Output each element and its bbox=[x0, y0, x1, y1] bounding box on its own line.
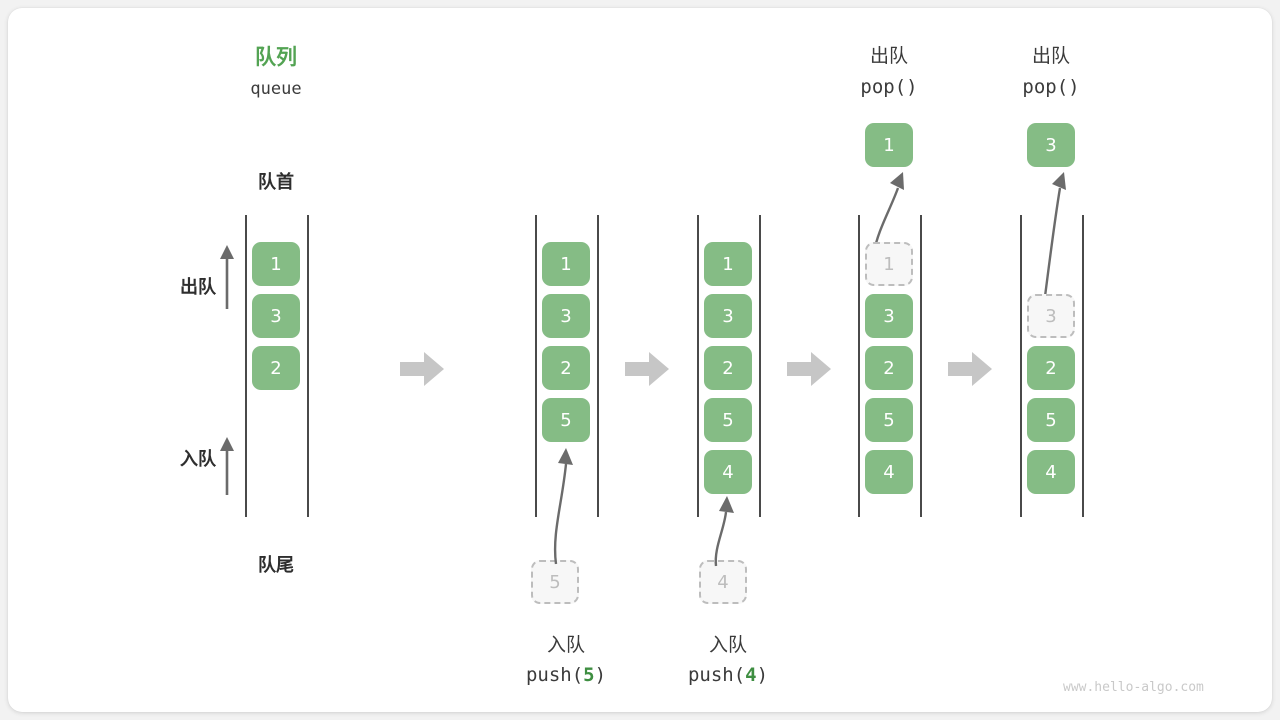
queue-cell[interactable]: 5 bbox=[1027, 398, 1075, 442]
pop-header-code: pop() bbox=[1022, 76, 1080, 98]
queue-cell[interactable]: 1 bbox=[252, 242, 300, 286]
rear-label: 队尾 bbox=[258, 555, 294, 575]
arrow-right-icon bbox=[948, 352, 992, 386]
queue-cell[interactable]: 3 bbox=[542, 294, 590, 338]
queue-rail-left bbox=[245, 215, 247, 517]
queue-rail-left bbox=[535, 215, 537, 517]
queue-cell[interactable]: 5 bbox=[542, 398, 590, 442]
push-code-prefix: push( bbox=[525, 664, 584, 686]
queue-rail-left bbox=[1020, 215, 1022, 517]
queue-cell[interactable]: 2 bbox=[542, 346, 590, 390]
dequeue-up-arrow-icon bbox=[220, 245, 234, 309]
pop-header-cn: 出队 bbox=[869, 46, 908, 67]
queue-cell[interactable]: 5 bbox=[865, 398, 913, 442]
push-arrow-icon bbox=[714, 496, 734, 567]
popped-ghost-cell: 1 bbox=[865, 242, 913, 286]
push-caption-code: push(5) bbox=[496, 664, 636, 686]
push-caption-code: push(4) bbox=[658, 664, 798, 686]
queue-rail-left bbox=[858, 215, 860, 517]
push-arrow-icon bbox=[553, 448, 573, 565]
arrow-right-icon bbox=[625, 352, 669, 386]
queue-rail-right bbox=[920, 215, 922, 517]
popped-cell[interactable]: 1 bbox=[865, 123, 913, 167]
queue-cell[interactable]: 1 bbox=[704, 242, 752, 286]
queue-title-cn: 队列 bbox=[255, 46, 297, 69]
push-code-prefix: push( bbox=[687, 664, 746, 686]
push-code-suffix: ) bbox=[756, 664, 769, 686]
push-caption-cn: 入队 bbox=[546, 635, 585, 656]
push-caption-cn: 入队 bbox=[708, 635, 747, 656]
queue-rail-left bbox=[697, 215, 699, 517]
front-label: 队首 bbox=[258, 172, 294, 192]
queue-cell[interactable]: 1 bbox=[542, 242, 590, 286]
incoming-ghost-cell: 4 bbox=[699, 560, 747, 604]
queue-cell[interactable]: 4 bbox=[1027, 450, 1075, 494]
queue-cell[interactable]: 3 bbox=[252, 294, 300, 338]
popped-ghost-cell: 3 bbox=[1027, 294, 1075, 338]
pop-header-code: pop() bbox=[860, 76, 918, 98]
queue-cell[interactable]: 2 bbox=[252, 346, 300, 390]
push-code-suffix: ) bbox=[594, 664, 607, 686]
popped-cell[interactable]: 3 bbox=[1027, 123, 1075, 167]
push-code-arg: 5 bbox=[583, 664, 595, 686]
queue-cell[interactable]: 3 bbox=[704, 294, 752, 338]
queue-cell[interactable]: 5 bbox=[704, 398, 752, 442]
dequeue-indicator-label: 出队 bbox=[180, 277, 216, 297]
arrow-right-icon bbox=[787, 352, 831, 386]
queue-rail-right bbox=[597, 215, 599, 517]
pop-header-cn: 出队 bbox=[1031, 46, 1070, 67]
enqueue-up-arrow-icon bbox=[220, 437, 234, 495]
queue-title-en: queue bbox=[250, 79, 302, 99]
watermark: www.hello-algo.com bbox=[1063, 680, 1204, 695]
enqueue-indicator-label: 入队 bbox=[180, 449, 216, 469]
diagram-card: 队列 queue 队首 队尾 出队 入队 1 3 2 1 3 2 bbox=[8, 8, 1272, 712]
queue-cell[interactable]: 2 bbox=[865, 346, 913, 390]
queue-cell[interactable]: 4 bbox=[865, 450, 913, 494]
queue-rail-right bbox=[307, 215, 309, 517]
queue-cell[interactable]: 2 bbox=[704, 346, 752, 390]
push-code-arg: 4 bbox=[745, 664, 757, 686]
queue-rail-right bbox=[1082, 215, 1084, 517]
queue-cell[interactable]: 3 bbox=[865, 294, 913, 338]
arrow-right-icon bbox=[400, 352, 444, 386]
queue-rail-right bbox=[759, 215, 761, 517]
pop-arrow-icon bbox=[1042, 172, 1066, 305]
queue-cell[interactable]: 2 bbox=[1027, 346, 1075, 390]
queue-cell[interactable]: 4 bbox=[704, 450, 752, 494]
